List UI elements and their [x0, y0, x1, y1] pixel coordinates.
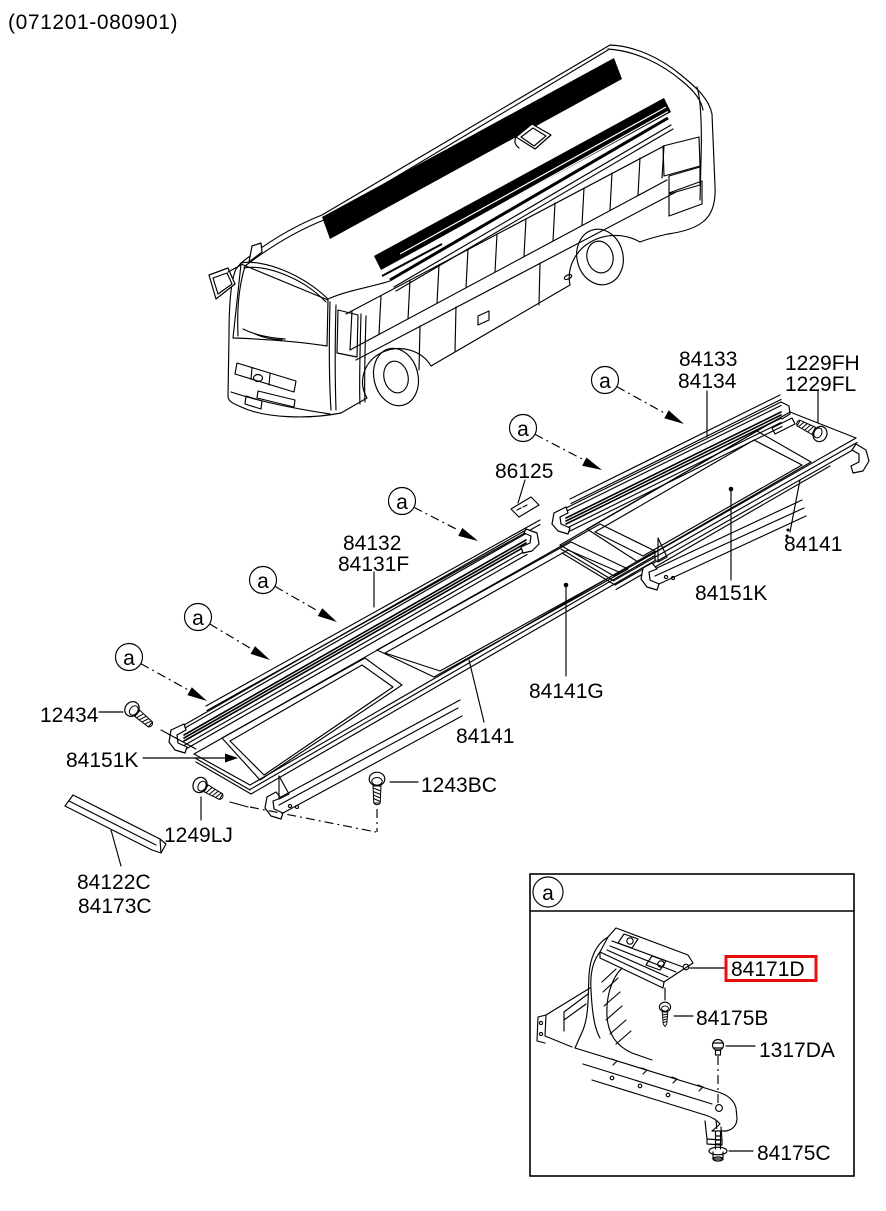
svg-text:a: a	[396, 491, 408, 514]
svg-text:a: a	[542, 882, 554, 905]
svg-text:84133: 84133	[679, 348, 737, 371]
svg-text:1229FH: 1229FH	[785, 352, 860, 375]
svg-text:84151K: 84151K	[695, 582, 767, 605]
svg-text:a: a	[599, 370, 611, 393]
svg-text:84134: 84134	[678, 370, 737, 393]
svg-text:84131F: 84131F	[338, 553, 409, 576]
svg-text:84151K: 84151K	[66, 749, 138, 772]
svg-text:a: a	[123, 647, 135, 670]
svg-text:1243BC: 1243BC	[421, 774, 497, 797]
svg-text:86125: 86125	[495, 460, 553, 483]
svg-text:1229FL: 1229FL	[785, 373, 856, 396]
svg-text:84141G: 84141G	[529, 680, 604, 703]
svg-text:a: a	[192, 607, 204, 630]
svg-text:84141: 84141	[784, 533, 842, 556]
svg-text:84132: 84132	[343, 532, 401, 555]
svg-text:(071201-080901): (071201-080901)	[8, 11, 178, 34]
svg-text:84122C: 84122C	[77, 871, 151, 894]
svg-text:84175B: 84175B	[696, 1007, 768, 1030]
svg-text:1317DA: 1317DA	[759, 1039, 835, 1062]
svg-text:1249LJ: 1249LJ	[164, 824, 233, 847]
svg-text:a: a	[517, 418, 529, 441]
svg-text:84173C: 84173C	[78, 895, 152, 918]
svg-text:84171D: 84171D	[731, 958, 805, 981]
svg-text:a: a	[257, 570, 269, 593]
svg-text:84175C: 84175C	[757, 1142, 831, 1165]
svg-text:12434: 12434	[40, 704, 99, 727]
svg-text:84141: 84141	[456, 725, 514, 748]
